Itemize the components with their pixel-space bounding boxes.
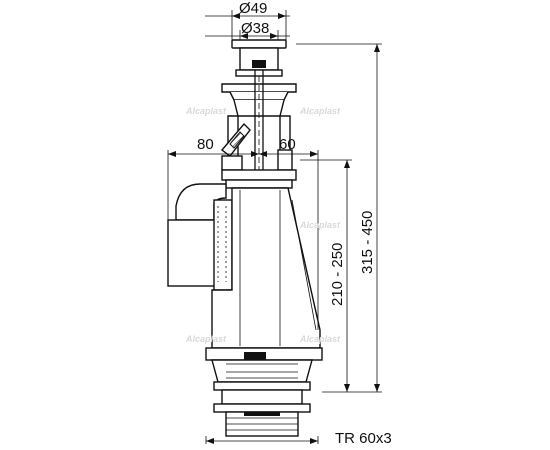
watermark-text: Alcaplast xyxy=(299,106,341,116)
total-height-label: 315 - 450 xyxy=(359,211,376,274)
thread-label: TR 60x3 xyxy=(335,430,392,447)
watermark-text: Alcaplast xyxy=(299,334,341,344)
top-diameter-dimensions: Ø49 Ø38 xyxy=(205,0,290,48)
push-button xyxy=(231,39,287,77)
watermark-text: Alcaplast xyxy=(185,334,227,344)
offset-80-label: 80 xyxy=(197,136,214,153)
offset-dimensions: 80 60 xyxy=(167,136,319,330)
alcaplast-watermarks: Alcaplast Alcaplast Alcaplast Alcaplast … xyxy=(185,106,341,344)
threaded-base xyxy=(213,389,311,437)
upper-housing xyxy=(220,115,297,189)
watermark-text: Alcaplast xyxy=(185,106,227,116)
height-dimensions: 210 - 250 315 - 450 xyxy=(296,43,382,393)
thread-dimension: TR 60x3 xyxy=(205,430,392,447)
overflow-pipe xyxy=(167,183,233,291)
float-cup xyxy=(205,347,323,391)
watermark-text: Alcaplast xyxy=(299,220,341,230)
offset-60-label: 60 xyxy=(279,136,296,153)
body-height-label: 210 - 250 xyxy=(329,243,346,306)
diameter-38-label: Ø38 xyxy=(241,20,269,37)
diameter-49-label: Ø49 xyxy=(239,0,267,17)
